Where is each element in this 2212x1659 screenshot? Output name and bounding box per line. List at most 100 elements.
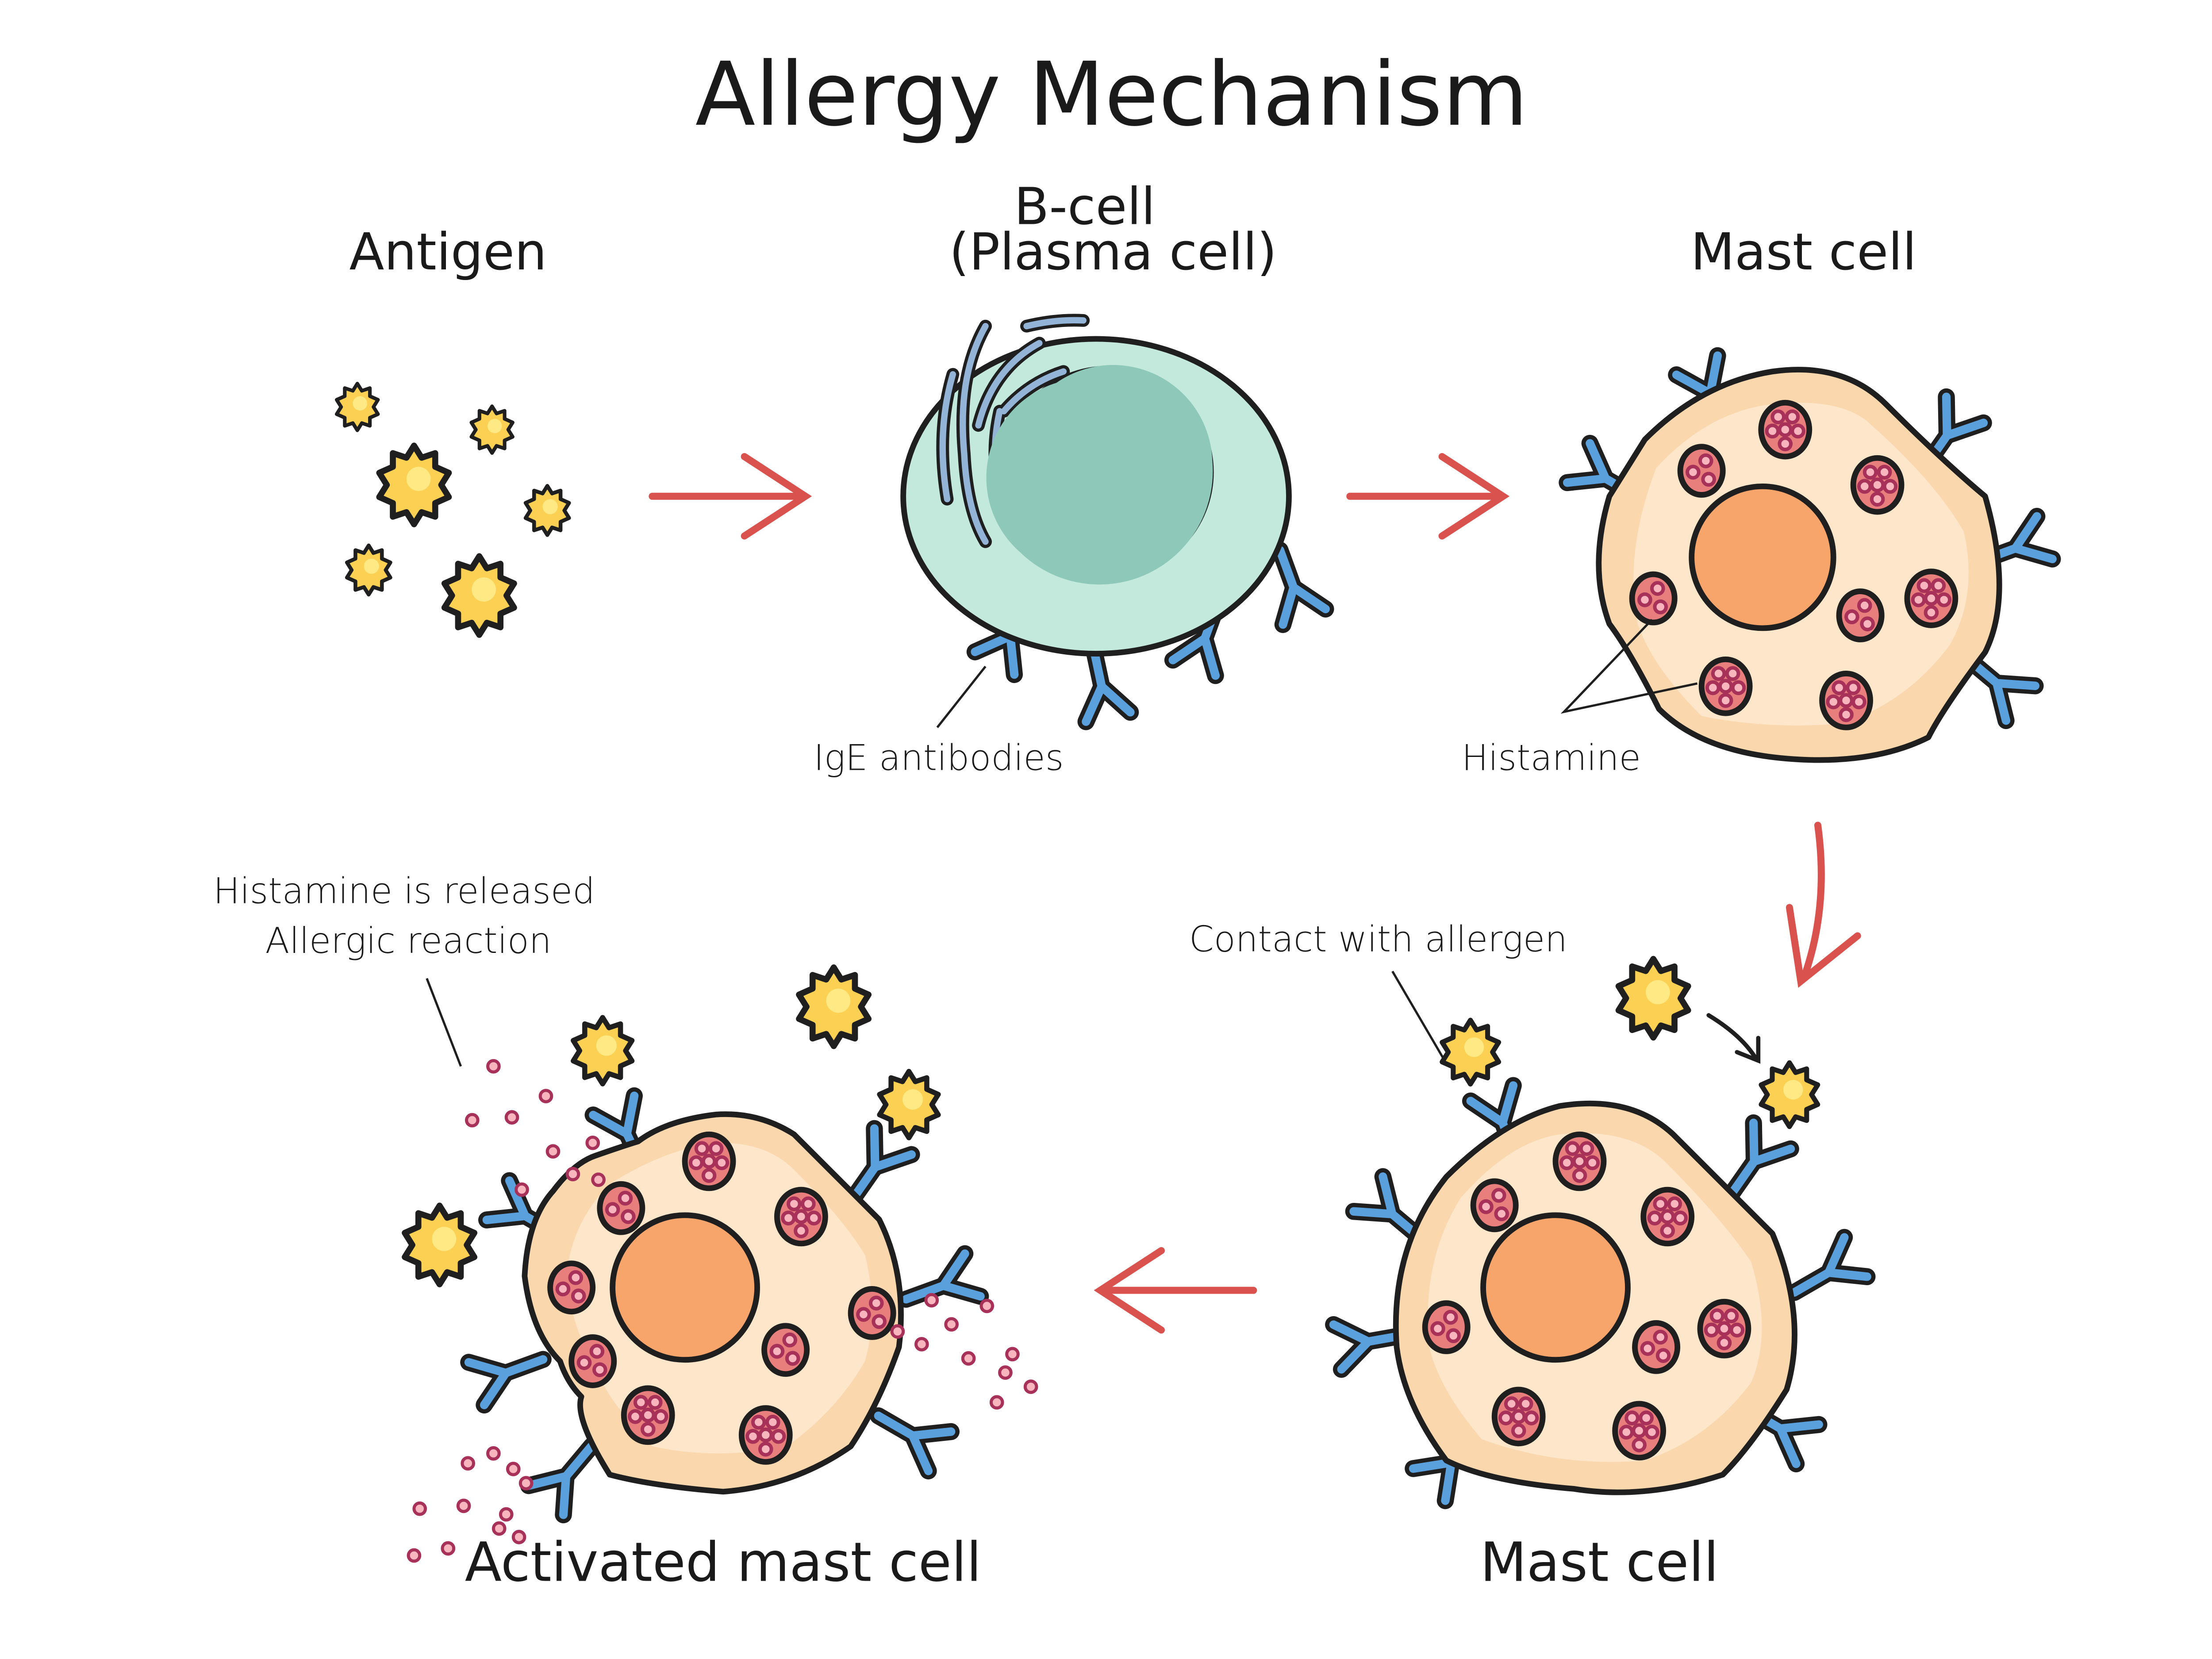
antigen-particle [1761,1063,1818,1126]
histamine-granule [1425,1303,1467,1352]
ige-antibody [867,1396,951,1471]
histamine-dot [890,1324,905,1339]
antigen-particle [879,1071,938,1138]
antigen-particle [405,1206,474,1284]
histamine-granule [741,1408,790,1462]
histamine-dot [506,1462,521,1476]
contact-leader-line [1391,971,1448,1064]
b-cell-label-line2: (Plasma cell) [949,223,1277,282]
antigen-particle [1619,959,1688,1038]
antigen-particle [1442,1020,1499,1084]
histamine-granule [1615,1404,1663,1458]
histamine-dot [407,1548,422,1563]
mast-cell-sensitized-group: Mast cell Histamine [1462,223,2052,778]
histamine-dot [944,1317,959,1332]
released-histamine-dots [407,1059,1038,1563]
histamine-dot [412,1501,427,1516]
flow-arrow-right-2 [1346,453,1510,540]
histamine-granule [1761,403,1809,457]
ige-antibody [899,1254,981,1321]
histamine-granule [764,1326,807,1374]
allergic-reaction-annotation: Allergic reaction [265,920,552,961]
histamine-granule [1644,1190,1692,1244]
b-cell-label-line1: B-cell [1014,177,1155,236]
flow-arrow-down [1786,822,1861,988]
b-cell-nucleus-highlight [986,365,1213,585]
mast-cell-contact-group: Contact with allergen Mast cell [1189,919,1867,1594]
contact-annotation: Contact with allergen [1189,919,1567,960]
activated-mast-cell-label: Activated mast cell [465,1531,982,1594]
histamine-granule [1907,572,1955,626]
histamine-dot [515,1182,529,1197]
histamine-dot [518,1476,534,1490]
histamine-granule [777,1190,825,1244]
histamine-dot [456,1498,471,1513]
histamine-granule [1632,574,1674,622]
histamine-granule [1635,1323,1678,1371]
histamine-granule-releasing [600,1184,642,1232]
antigen-particle [471,406,512,453]
histamine-dot [1005,1347,1020,1362]
histamine-dot [989,1395,1004,1410]
histamine-granule [1839,591,1882,640]
histamine-granule [1822,673,1870,727]
antigen-particle [799,968,868,1046]
binding-arrow [1706,1013,1761,1064]
histamine-granule [1853,458,1901,512]
histamine-dot [591,1172,606,1187]
histamine-granule [1680,447,1723,495]
antigen-particle [347,545,390,595]
flow-arrow-right-1 [649,453,812,540]
mast-cell-label-bottom: Mast cell [1480,1531,1719,1594]
activated-mast-cell-nucleus [610,1212,760,1363]
histamine-dot [538,1089,553,1103]
diagram-title: Allergy Mechanism [695,43,1528,146]
histamine-dot [998,1365,1013,1380]
antigen-particle [573,1018,632,1084]
histamine-annotation: Histamine [1462,737,1641,778]
antigen-particle [337,384,378,430]
histamine-dot [492,1521,507,1536]
histamine-granule [1473,1181,1516,1229]
histamine-dot [486,1059,501,1074]
ige-antibodies-annotation: IgE antibodies [814,737,1064,778]
flow-arrow-left [1094,1247,1257,1334]
histamine-dot [914,1337,929,1352]
antigen-group: Antigen [337,223,569,635]
histamine-leader-lines [1560,618,1698,714]
histamine-dot [924,1293,939,1308]
histamine-released-annotation: Histamine is released [213,871,595,912]
antigen-particle [445,556,514,635]
histamine-dot [465,1113,480,1128]
histamine-dot [565,1167,580,1182]
histamine-granule [624,1388,672,1442]
histamine-granule [1494,1390,1543,1444]
activated-mast-cell-group: Histamine is released Allergic reaction … [213,871,1038,1594]
histamine-dot [961,1351,976,1366]
antigen-label: Antigen [349,223,547,282]
ige-antibody [469,1338,551,1405]
mast-cell-label-top: Mast cell [1691,223,1917,282]
histamine-granule [685,1134,733,1188]
histamine-dot [979,1298,995,1313]
histamine-dot [545,1144,561,1159]
histamine-dot [585,1135,600,1150]
histamine-granule [1701,659,1750,713]
antigen-particle [526,486,569,535]
histamine-granule [1555,1134,1604,1188]
b-cell-group: B-cell (Plasma cell) [814,177,1325,778]
histamine-granule [550,1263,593,1312]
ige-antibody [1783,1237,1867,1312]
histamine-granule [1700,1302,1748,1356]
histamine-dot [499,1507,514,1522]
antigen-particle [379,445,449,524]
ige-leader-line [936,665,987,728]
histamine-dot [486,1446,501,1461]
histamine-granule-releasing [572,1337,614,1385]
histamine-dot [511,1530,526,1544]
mast-cell-nucleus [1689,483,1836,631]
histamine-dot [1023,1379,1038,1394]
release-leader-line [426,978,462,1067]
histamine-dot [441,1541,456,1556]
